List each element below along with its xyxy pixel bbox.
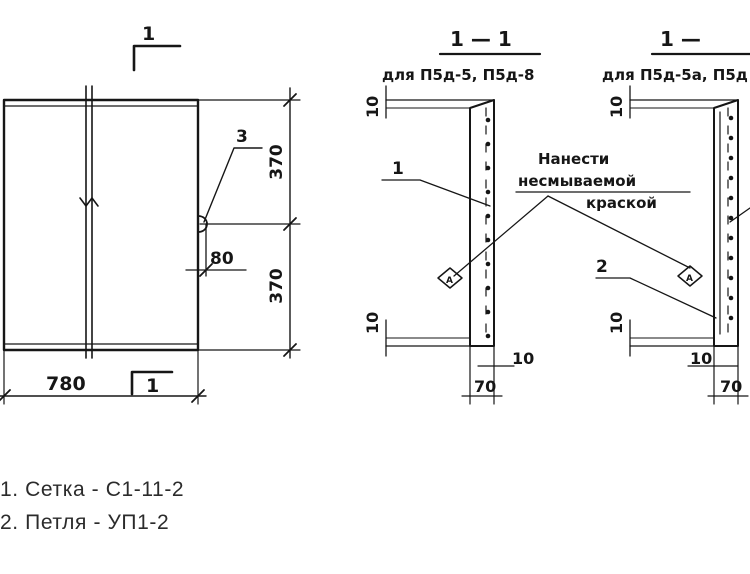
dim-lower-370: 370 bbox=[267, 268, 287, 304]
section-a-dim-bottom: 10 bbox=[363, 312, 382, 334]
section-a-rebar-dot bbox=[485, 117, 491, 123]
section-b-subtitle: для П5д-5а, П5д bbox=[602, 66, 748, 84]
section-b-rebar-dot bbox=[728, 195, 734, 201]
loop-symbol bbox=[197, 215, 208, 233]
dim-upper-370: 370 bbox=[267, 144, 287, 180]
legend-item-2: 2. Петля - УП1-2 bbox=[0, 511, 170, 534]
legend-item-1: 1. Сетка - С1-11-2 bbox=[0, 478, 185, 501]
section-b-panel bbox=[713, 99, 739, 347]
break-symbol bbox=[79, 197, 99, 207]
section-b-title: 1 — bbox=[660, 27, 701, 51]
section-a-rebar-dot bbox=[485, 237, 491, 243]
callout-3-label: 3 bbox=[236, 127, 248, 147]
section-b-dim-thickness: 10 bbox=[690, 349, 712, 368]
panel-outline bbox=[2, 98, 200, 352]
section-b-dim-top: 10 bbox=[607, 96, 626, 118]
tick-left bbox=[0, 389, 11, 402]
note-line-1: Нанести bbox=[538, 150, 609, 168]
section-a-panel bbox=[469, 99, 495, 347]
section-b-rebar-dot bbox=[728, 215, 734, 221]
section-b-dim-width: 70 bbox=[720, 377, 742, 396]
section-a: 1 — 1 для П5д-5, П5д-8 10 10 10 70 1 A bbox=[363, 27, 542, 405]
callout-1-label: 1 bbox=[392, 159, 404, 179]
marking-diamond-a bbox=[437, 267, 463, 289]
section-b-extra-leader bbox=[729, 207, 750, 223]
note-line-3: краской bbox=[586, 194, 657, 212]
section-a-rebar-dot bbox=[485, 213, 491, 219]
callout-2-label: 2 bbox=[596, 257, 608, 277]
section-a-dim-thickness: 10 bbox=[512, 349, 534, 368]
note-line-2: несмываемой bbox=[518, 172, 636, 190]
callout-3-leader bbox=[203, 147, 263, 223]
section-b-rebar-dot bbox=[728, 275, 734, 281]
section-mark-bottom-label: 1 bbox=[146, 375, 159, 397]
marking-diamond-b bbox=[677, 265, 703, 287]
section-b-rebar-dot bbox=[728, 235, 734, 241]
section-a-dim-width: 70 bbox=[474, 377, 496, 396]
tick-bottom bbox=[283, 343, 297, 357]
section-a-rebar-dot bbox=[485, 141, 491, 147]
section-cut-mark-top bbox=[132, 44, 182, 72]
section-b-dim-bottom: 10 bbox=[607, 312, 626, 334]
dim-780-label: 780 bbox=[46, 373, 86, 395]
section-cut-mark-bottom bbox=[130, 370, 174, 396]
section-b-rebar-dot bbox=[728, 175, 734, 181]
marking-diamond-b-letter: A bbox=[686, 274, 693, 284]
section-a-rebar-dot bbox=[485, 261, 491, 267]
section-b-rebar-dot bbox=[728, 315, 734, 321]
section-a-rebar-dot bbox=[485, 333, 491, 339]
section-a-title: 1 — 1 bbox=[450, 27, 512, 51]
tick-top bbox=[283, 93, 297, 107]
section-b-rebar-dot bbox=[728, 135, 734, 141]
tick-right bbox=[191, 389, 205, 403]
section-a-rebar-dot bbox=[485, 189, 491, 195]
note-leader-b bbox=[547, 195, 691, 269]
marking-diamond-a-letter: A bbox=[446, 276, 453, 286]
section-b-rebar-dot bbox=[728, 155, 734, 161]
section-b-rebar-dot bbox=[728, 115, 734, 121]
section-mark-top-label: 1 bbox=[142, 23, 155, 45]
note-leader-a bbox=[453, 195, 549, 277]
section-b: 1 — для П5д-5а, П5д 10 10 10 70 2 A bbox=[595, 27, 750, 405]
callout-2-leader bbox=[595, 277, 717, 319]
section-a-rebar-dot bbox=[485, 165, 491, 171]
section-a-subtitle: для П5д-5, П5д-8 bbox=[382, 66, 534, 84]
section-b-rebar-dot bbox=[728, 255, 734, 261]
plan-view: 1 1 370 370 3 80 780 bbox=[0, 23, 301, 405]
callout-1-leader bbox=[381, 179, 491, 207]
section-a-rebar-dot bbox=[485, 285, 491, 291]
paint-note: Нанести несмываемой краской bbox=[453, 150, 691, 277]
section-a-dim-top: 10 bbox=[363, 96, 382, 118]
tick-mid bbox=[283, 217, 297, 231]
dim-80-label: 80 bbox=[210, 249, 234, 269]
dim-80-tick bbox=[199, 263, 213, 277]
section-a-rebar-dot bbox=[485, 309, 491, 315]
section-b-rebar-dot bbox=[728, 295, 734, 301]
